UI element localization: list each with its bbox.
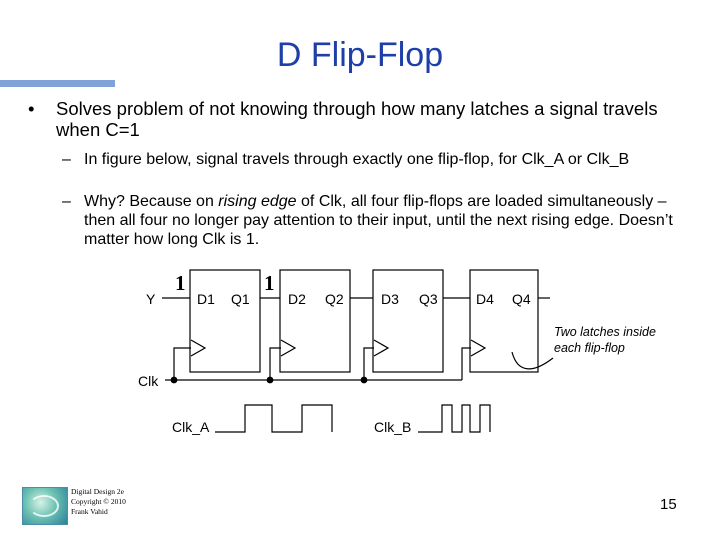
label-d2: D2: [288, 291, 306, 307]
footer-line-2: Copyright © 2010: [71, 497, 126, 506]
annotation-pointer-curve: [511, 351, 554, 370]
junction-dot-3: [360, 376, 368, 384]
slide-title: D Flip-Flop: [276, 36, 444, 74]
sub-bullet-mark: –: [62, 151, 71, 168]
value-label-2: 1: [264, 271, 275, 295]
input-label-y: Y: [146, 291, 156, 307]
junction-dot-2: [266, 376, 274, 384]
label-q3: Q3: [419, 291, 438, 307]
clock-branch-4: [461, 347, 471, 380]
footer-line-1: Digital Design 2e: [71, 487, 124, 496]
sub-bullet-2-text: Why? Because on rising edge of Clk, all …: [84, 192, 697, 249]
clock-label: Clk: [138, 373, 159, 389]
clock-branch-2: [269, 347, 281, 380]
label-q1: Q1: [231, 291, 250, 307]
flip-flop-box-1: [189, 269, 261, 373]
sub-bullet-1-text: In figure below, signal travels through …: [84, 151, 630, 168]
clock-b-label: Clk_B: [374, 419, 411, 435]
flip-flop-box-2: [279, 269, 351, 373]
sub-bullet-2-text-b: of Clk, all four flip-flops are loaded s…: [84, 193, 673, 248]
sub-bullet-2-emphasis: rising edge: [218, 193, 297, 210]
waveform-clk-a: [215, 404, 333, 433]
clock-triangle-4: [470, 339, 487, 357]
label-q2: Q2: [325, 291, 344, 307]
junction-dot-1: [170, 376, 178, 384]
sub-bullet-mark: –: [62, 193, 71, 210]
clock-branch-3: [363, 347, 374, 380]
clock-triangle-2: [280, 339, 297, 357]
clock-a-label: Clk_A: [172, 419, 210, 435]
annotation-line-1: Two latches inside: [554, 325, 656, 339]
logo-swirl: [29, 495, 59, 517]
flip-flop-box-4: [469, 269, 539, 373]
sub-bullet-2: – Why? Because on rising edge of Clk, al…: [62, 192, 697, 249]
title-accent-bar: [0, 80, 115, 87]
waveform-clk-b: [418, 404, 491, 433]
value-label-1: 1: [175, 271, 186, 295]
sub-bullet-2-text-a: Why? Because on: [84, 193, 219, 210]
main-bullet: • Solves problem of not knowing through …: [28, 98, 688, 140]
label-d4: D4: [476, 291, 494, 307]
footer-credit: Digital Design 2e Copyright © 2010 Frank…: [71, 487, 126, 517]
main-bullet-text: Solves problem of not knowing through ho…: [56, 98, 658, 140]
page-number: 15: [660, 496, 677, 513]
label-q4: Q4: [512, 291, 531, 307]
annotation-line-2: each flip-flop: [554, 341, 625, 355]
sub-bullet-1: – In figure below, signal travels throug…: [62, 150, 697, 169]
book-logo-image: [22, 487, 68, 525]
clock-triangle-3: [373, 339, 390, 357]
label-d1: D1: [197, 291, 215, 307]
flip-flop-box-3: [372, 269, 444, 373]
footer-line-3: Frank Vahid: [71, 507, 108, 516]
clock-branch-1: [173, 347, 191, 380]
bullet-mark: •: [28, 98, 35, 119]
clock-triangle-1: [190, 339, 207, 357]
label-d3: D3: [381, 291, 399, 307]
